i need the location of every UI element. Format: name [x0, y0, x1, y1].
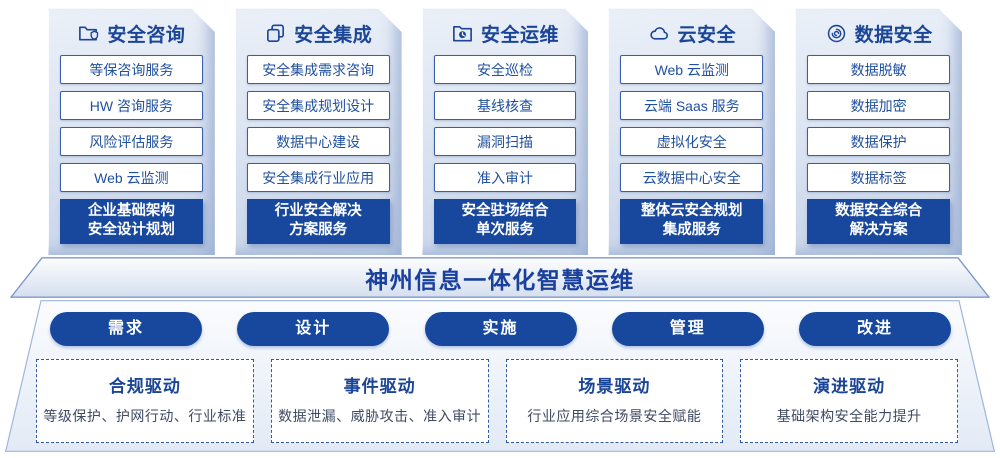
service-item: 安全巡检 — [434, 55, 577, 84]
folder-shield-icon — [77, 22, 100, 45]
driver-desc: 等级保护、护网行动、行业标准 — [43, 408, 247, 424]
driver-desc: 数据泄漏、威胁攻击、准入审计 — [278, 408, 482, 424]
column-data-security: 数据安全 数据脱敏 数据加密 数据保护 数据标签 数据安全综合 解决方案 — [795, 8, 962, 255]
column-security-integration: 安全集成 安全集成需求咨询 安全集成规划设计 数据中心建设 安全集成行业应用 行… — [235, 8, 402, 255]
driver-box-scenario: 场景驱动 行业应用综合场景安全赋能 — [505, 359, 724, 443]
column-title: 云安全 — [677, 24, 737, 46]
service-item: 虚拟化安全 — [620, 127, 763, 156]
highlight-line: 方案服务 — [289, 222, 348, 239]
service-item: 安全集成规划设计 — [247, 91, 390, 120]
service-item: 云数据中心安全 — [620, 163, 763, 192]
highlight-line: 企业基础架构 — [87, 203, 175, 220]
highlight-service: 安全驻场结合 单次服务 — [434, 199, 577, 244]
highlight-line: 安全驻场结合 — [461, 203, 549, 220]
phase-pill-design: 设计 — [237, 312, 390, 346]
service-item: 准入审计 — [434, 163, 577, 192]
service-item: HW 咨询服务 — [60, 91, 203, 120]
service-item: 风险评估服务 — [60, 127, 203, 156]
column-header: 安全咨询 — [60, 18, 203, 49]
service-item: 等保咨询服务 — [60, 55, 203, 84]
phase-row: 需求 设计 实施 管理 改进 — [50, 312, 951, 346]
banner: 神州信息一体化智慧运维 — [10, 257, 990, 298]
driver-desc: 基础架构安全能力提升 — [776, 408, 922, 424]
driver-box-evolution: 演进驱动 基础架构安全能力提升 — [740, 359, 958, 443]
service-item: 数据保护 — [807, 127, 950, 156]
column-header: 云安全 — [620, 18, 763, 49]
banner-title: 神州信息一体化智慧运维 — [365, 266, 635, 293]
highlight-line: 安全设计规划 — [87, 222, 175, 239]
folder-clock-icon — [451, 22, 474, 45]
highlight-service: 企业基础架构 安全设计规划 — [60, 199, 203, 244]
phase-pill-implementation: 实施 — [424, 312, 577, 346]
driver-desc: 行业应用综合场景安全赋能 — [527, 408, 702, 424]
column-cloud-security: 云安全 Web 云监测 云端 Saas 服务 虚拟化安全 云数据中心安全 整体云… — [608, 8, 775, 255]
service-item: 安全集成行业应用 — [247, 163, 390, 192]
service-item: 云端 Saas 服务 — [620, 91, 763, 120]
banner-trapezoid-shape — [10, 257, 990, 298]
driver-title: 合规驱动 — [108, 377, 181, 396]
column-title: 安全咨询 — [107, 24, 186, 46]
column-title: 数据安全 — [854, 24, 933, 46]
column-security-consulting: 安全咨询 等保咨询服务 HW 咨询服务 风险评估服务 Web 云监测 企业基础架… — [48, 8, 215, 255]
service-columns-row: 安全咨询 等保咨询服务 HW 咨询服务 风险评估服务 Web 云监测 企业基础架… — [48, 8, 962, 255]
driver-box-compliance: 合规驱动 等级保护、护网行动、行业标准 — [36, 359, 254, 443]
driver-row: 合规驱动 等级保护、护网行动、行业标准 事件驱动 数据泄漏、威胁攻击、准入审计 … — [36, 359, 958, 443]
service-item: 数据标签 — [807, 163, 950, 192]
documents-icon — [264, 22, 287, 45]
service-item: 数据中心建设 — [247, 127, 390, 156]
column-security-operations: 安全运维 安全巡检 基线核查 漏洞扫描 准入审计 安全驻场结合 单次服务 — [422, 8, 589, 255]
cloud-icon — [648, 22, 671, 45]
driver-title: 场景驱动 — [578, 377, 651, 396]
service-item: 基线核查 — [434, 91, 577, 120]
service-item: 数据加密 — [807, 91, 950, 120]
service-item: 数据脱敏 — [807, 55, 950, 84]
highlight-service: 整体云安全规划 集成服务 — [620, 199, 763, 244]
highlight-line: 集成服务 — [662, 222, 721, 239]
highlight-line: 单次服务 — [475, 222, 534, 239]
driver-box-incident: 事件驱动 数据泄漏、威胁攻击、准入审计 — [270, 359, 489, 443]
phase-pill-improvement: 改进 — [799, 312, 951, 346]
service-item: 安全集成需求咨询 — [247, 55, 390, 84]
service-item: 漏洞扫描 — [434, 127, 577, 156]
highlight-line: 行业安全解决 — [274, 203, 362, 220]
column-title: 安全集成 — [294, 24, 373, 46]
phase-pill-requirement: 需求 — [50, 312, 202, 346]
fingerprint-icon — [825, 22, 848, 45]
process-panel: 需求 设计 实施 管理 改进 合规驱动 等级保护、护网行动、行业标准 事件驱动 … — [5, 300, 995, 452]
driver-title: 演进驱动 — [813, 377, 886, 396]
column-header: 安全运维 — [434, 18, 577, 49]
service-item: Web 云监测 — [60, 163, 203, 192]
highlight-line: 整体云安全规划 — [641, 203, 743, 220]
highlight-service: 数据安全综合 解决方案 — [807, 199, 950, 244]
phase-pill-management: 管理 — [611, 312, 764, 346]
column-header: 数据安全 — [807, 18, 950, 49]
column-title: 安全运维 — [480, 24, 559, 46]
driver-title: 事件驱动 — [343, 377, 416, 396]
highlight-service: 行业安全解决 方案服务 — [247, 199, 390, 244]
column-header: 安全集成 — [247, 18, 390, 49]
highlight-line: 数据安全综合 — [835, 203, 923, 220]
highlight-line: 解决方案 — [849, 222, 908, 239]
service-item: Web 云监测 — [620, 55, 763, 84]
